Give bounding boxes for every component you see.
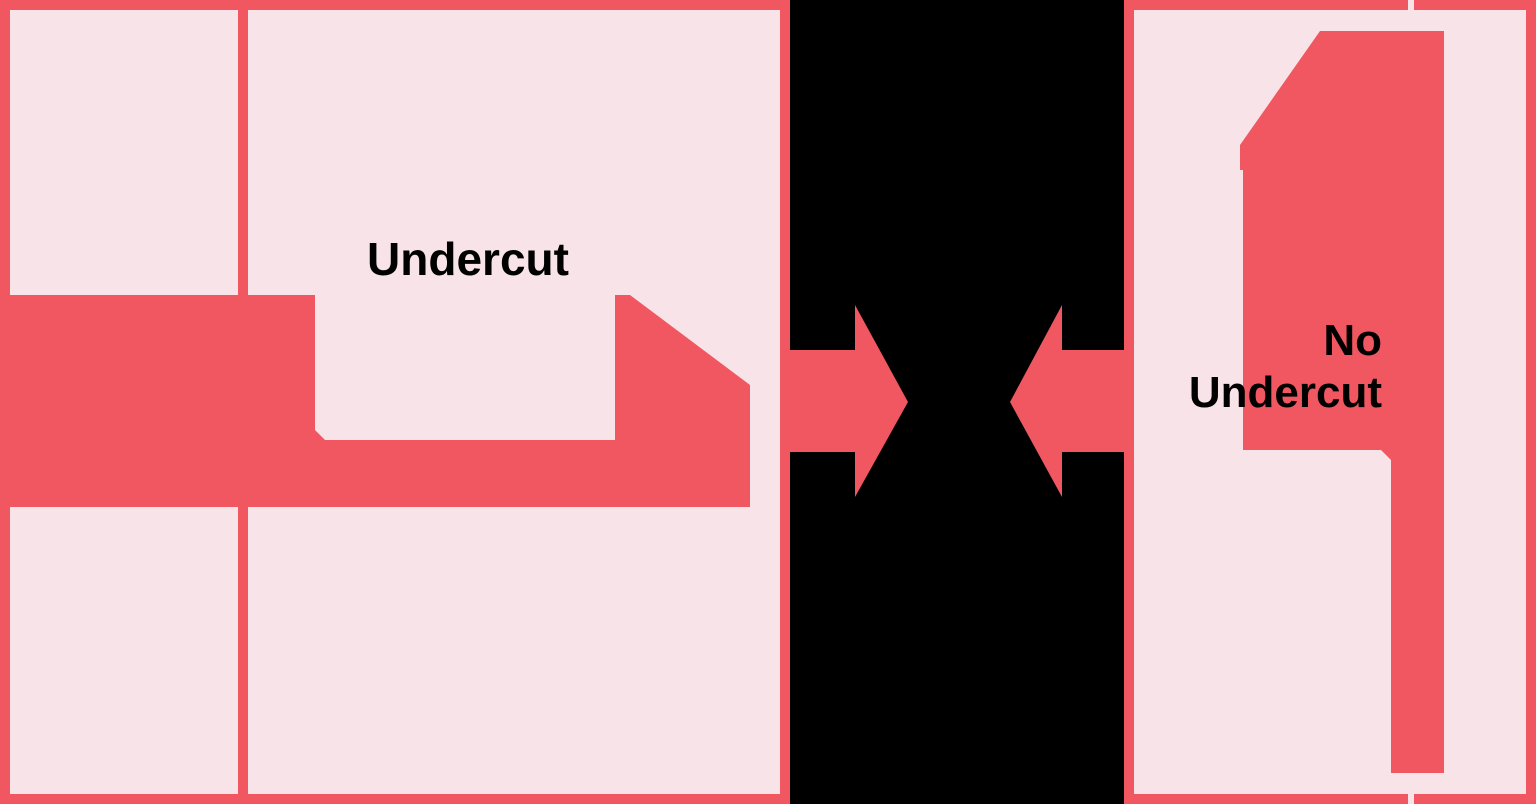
left-panel-label: Undercut [367,233,569,285]
right-panel-label-line2: Undercut [1189,368,1382,417]
right-parting-notch-bottom [1408,773,1414,804]
right-parting-notch-top [1408,0,1414,31]
no-undercut-part-shape [1240,31,1444,773]
undercut-part-shape [0,295,750,507]
right-panel-label-line1: No [1323,316,1382,365]
left-closing-arrow-icon [790,305,908,497]
right-closing-arrow-icon [1010,305,1124,497]
